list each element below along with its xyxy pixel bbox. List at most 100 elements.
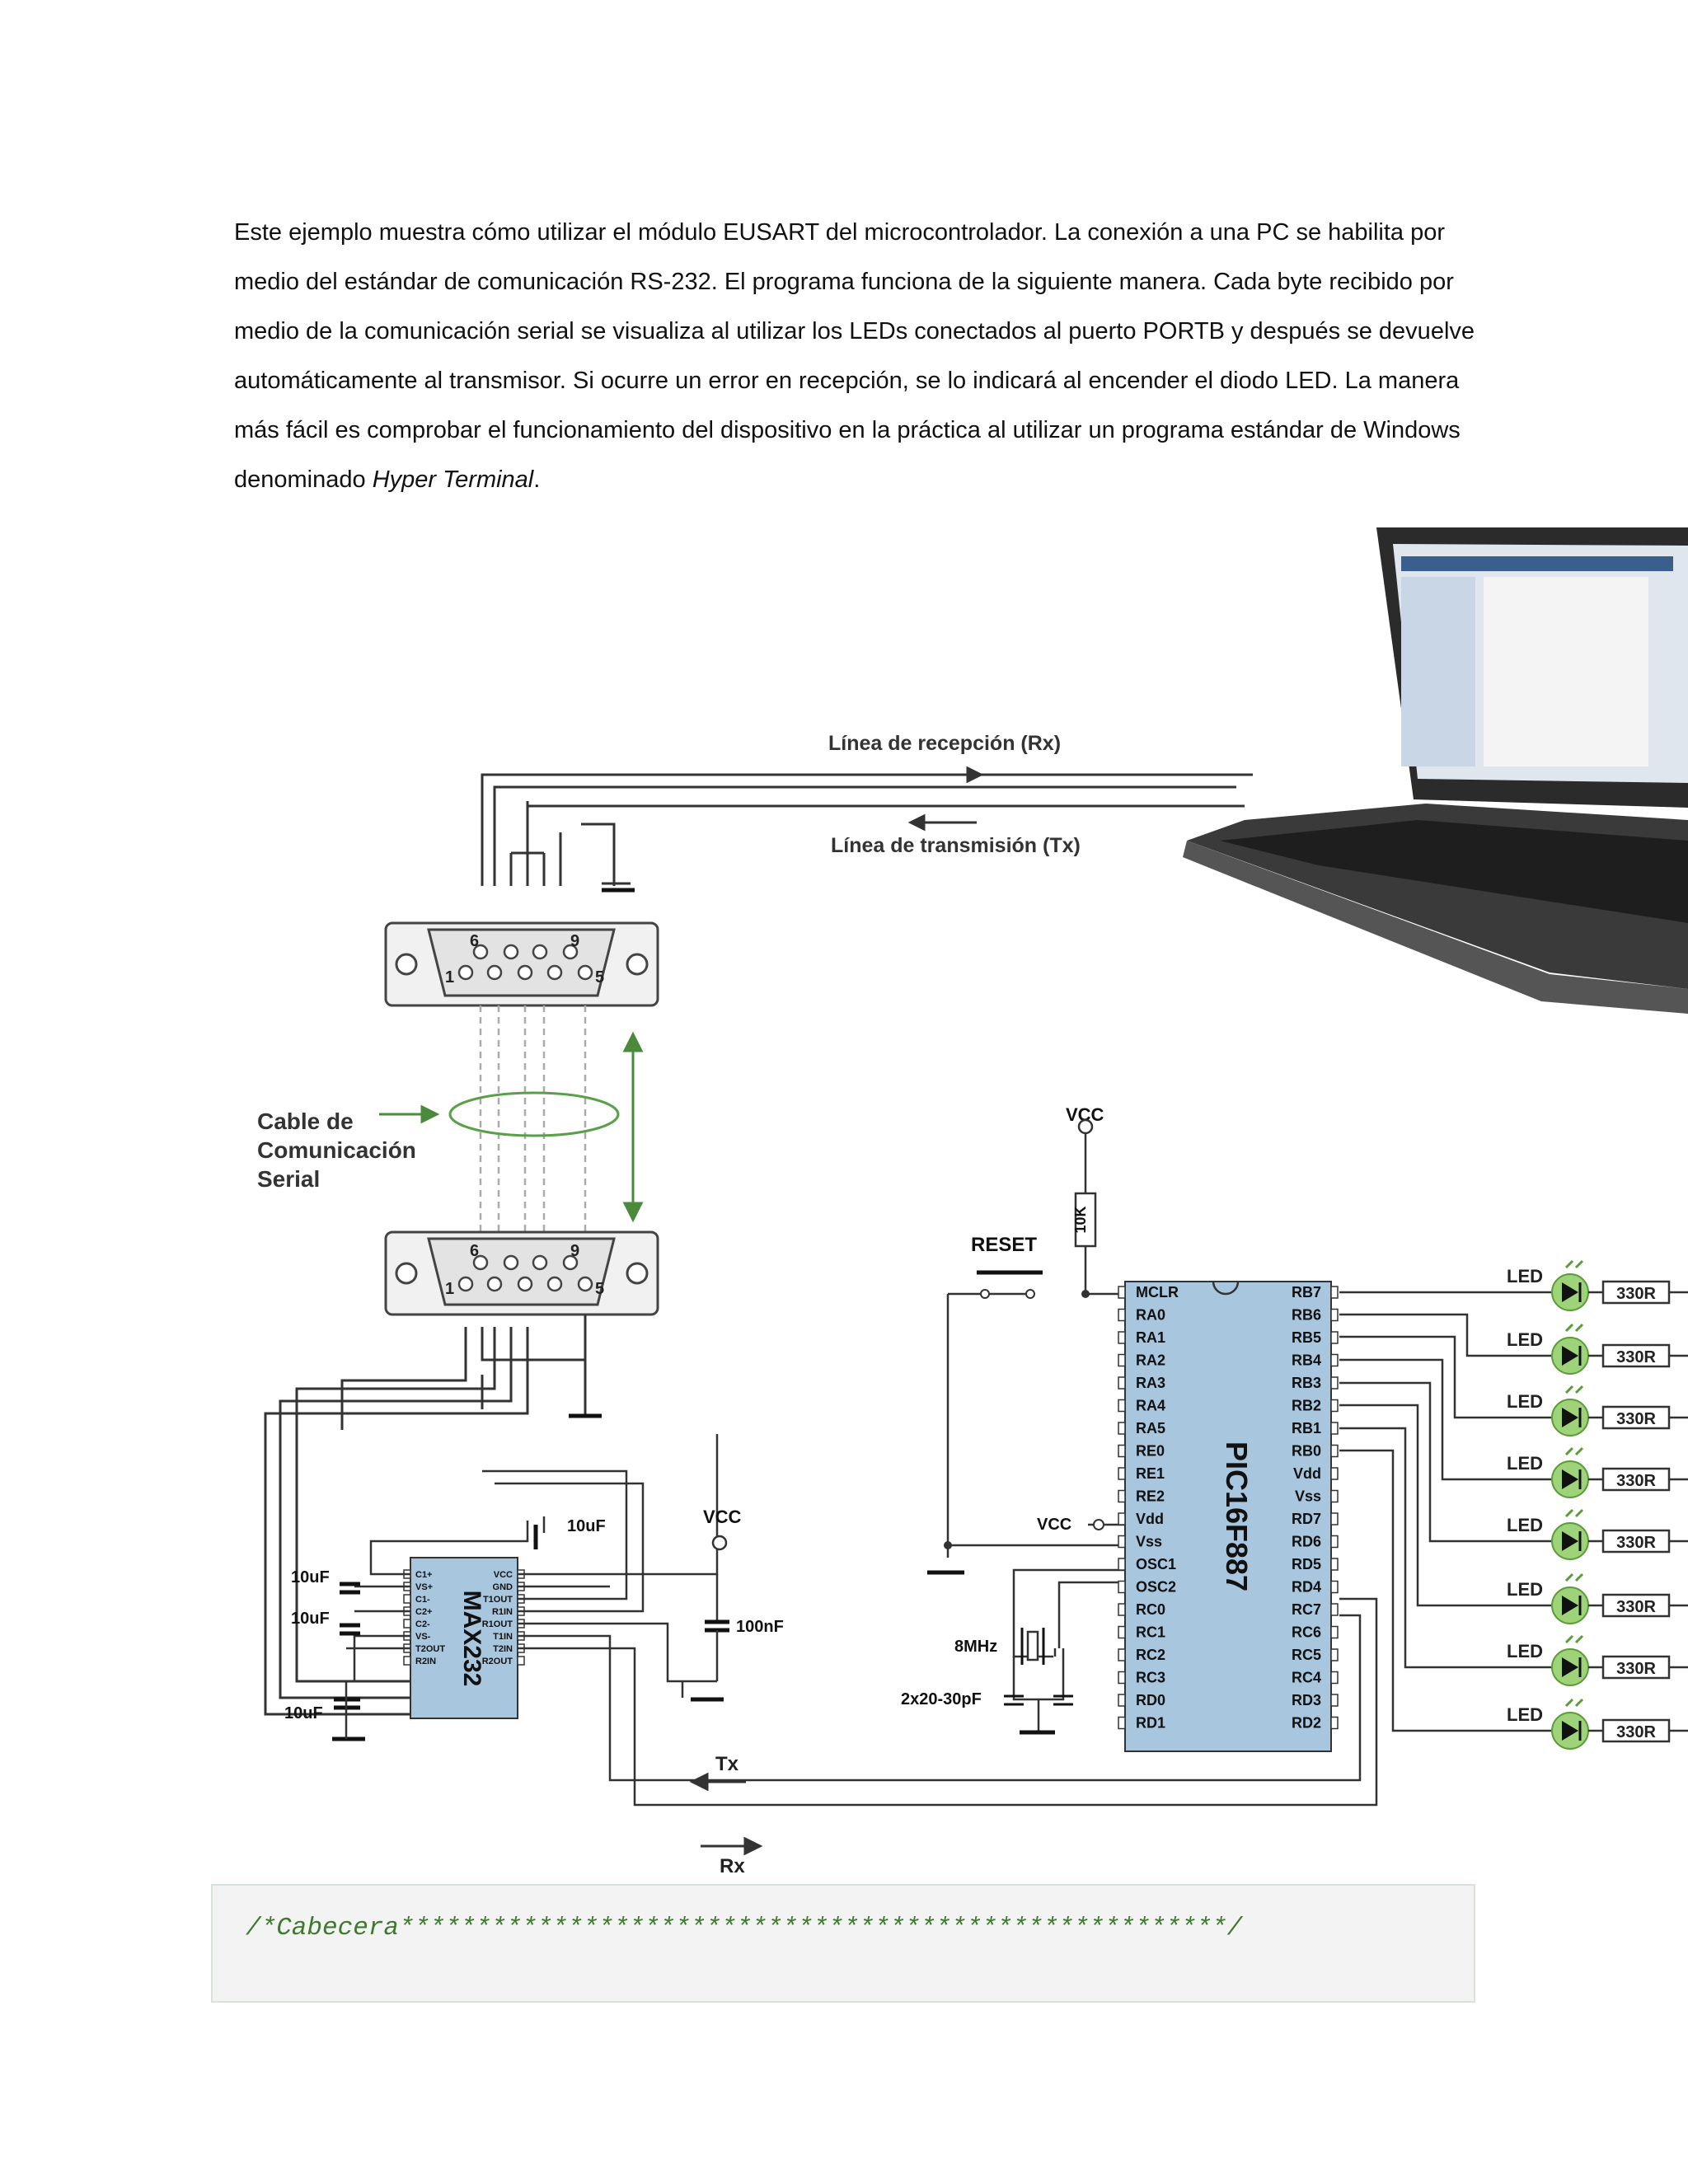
- pic-pin-right-15: RC6: [1292, 1624, 1321, 1641]
- pic-pin-right-17: RC4: [1292, 1670, 1321, 1686]
- pic-pin-right-0: RB7: [1292, 1284, 1321, 1301]
- cap-label-2: 10uF: [291, 1610, 330, 1628]
- tx-line-label: Línea de transmisión (Tx): [831, 834, 1081, 857]
- pic-pin-left-19: RD1: [1136, 1715, 1165, 1732]
- max232-pin-vcc: VCC: [494, 1570, 513, 1580]
- max232-pin-c2: C2+: [415, 1607, 433, 1617]
- tx-label: Tx: [715, 1753, 739, 1775]
- pic-pin-left-18: RD0: [1136, 1692, 1165, 1708]
- max232-pin-c1: C1-: [415, 1595, 430, 1605]
- led-label: LED: [1507, 1329, 1543, 1350]
- vcc-label-max: VCC: [703, 1507, 742, 1527]
- pic-pin-left-1: RA0: [1136, 1307, 1165, 1324]
- cable-label-line2: Comunicación: [257, 1137, 416, 1163]
- cap-label-1: 10uF: [291, 1568, 330, 1586]
- db9-bottom-pin5: 5: [595, 1280, 604, 1298]
- max232-pin-vs: VS+: [415, 1582, 433, 1592]
- pic-pin-left-9: RE2: [1136, 1488, 1165, 1505]
- pic-pin-left-2: RA1: [1136, 1329, 1165, 1346]
- pic-pin-left-3: RA2: [1136, 1352, 1165, 1369]
- pic-pin-right-1: RB6: [1292, 1307, 1321, 1324]
- led-label: LED: [1507, 1453, 1543, 1474]
- pic-label: PIC16F887: [1220, 1441, 1254, 1591]
- db9-top-pin6: 6: [470, 932, 479, 950]
- pic-pin-right-4: RB3: [1292, 1375, 1321, 1391]
- code-line-header: /*Cabecera******************************…: [246, 1914, 1243, 1943]
- cap-label-3: 10uF: [284, 1704, 323, 1722]
- db9-top-pin5: 5: [595, 968, 604, 987]
- max232-pin-gnd: GND: [493, 1582, 513, 1592]
- pic-pin-left-17: RC3: [1136, 1670, 1165, 1686]
- intro-paragraph: Este ejemplo muestra cómo utilizar el mó…: [234, 208, 1487, 504]
- cable-label-line3: Serial: [257, 1166, 320, 1192]
- resistor-330-label: 330R: [1616, 1723, 1656, 1741]
- max232-pin-c1: C1+: [415, 1570, 433, 1580]
- pic-pin-right-13: RD4: [1292, 1579, 1321, 1596]
- code-block: /*Cabecera******************************…: [211, 1884, 1475, 2003]
- pic-pin-right-3: RB4: [1292, 1352, 1321, 1369]
- pic-pin-right-9: Vss: [1295, 1488, 1321, 1505]
- laptop-icon: [1183, 527, 1688, 1014]
- resistor-330-label: 330R: [1616, 1598, 1656, 1616]
- pic-pin-left-6: RA5: [1136, 1420, 1165, 1436]
- resistor-330-label: 330R: [1616, 1660, 1656, 1678]
- max232-pin-vs: VS-: [415, 1632, 431, 1642]
- db9-bottom-pin9: 9: [570, 1242, 579, 1260]
- hyper-terminal-text: Hyper Terminal: [372, 466, 534, 493]
- pic-pin-right-19: RD2: [1292, 1715, 1321, 1732]
- resistor-330-label: 330R: [1616, 1472, 1656, 1490]
- db9-connector-top: 6 9 1 5: [384, 921, 659, 1007]
- max232-pin-c2: C2-: [415, 1619, 430, 1629]
- pic-pin-left-14: RC0: [1136, 1601, 1165, 1618]
- led-7: LED 330R: [1507, 1698, 1688, 1750]
- pic-pin-left-0: MCLR: [1136, 1284, 1179, 1301]
- paragraph-text: Este ejemplo muestra cómo utilizar el mó…: [234, 219, 1475, 493]
- pic-pin-left-16: RC2: [1136, 1647, 1165, 1663]
- pic-pin-left-5: RA4: [1136, 1398, 1165, 1414]
- led-3: LED 330R: [1507, 1446, 1688, 1498]
- pic16f887-chip: PIC16F887 MCLRRA0RA1RA2RA3RA4RA5RE0RE1RE…: [1118, 1281, 1339, 1752]
- pic-pin-left-11: Vss: [1136, 1534, 1162, 1550]
- db9-top-pin9: 9: [570, 932, 579, 950]
- max232-pin-t2out: T2OUT: [415, 1644, 445, 1654]
- pic-pin-right-12: RD5: [1292, 1556, 1321, 1572]
- pic-pin-right-16: RC5: [1292, 1647, 1321, 1663]
- max232-pin-r1out: R1OUT: [482, 1619, 513, 1629]
- paragraph-end: .: [533, 466, 541, 493]
- resistor-10k-label: 10K: [1072, 1206, 1089, 1233]
- led-label: LED: [1507, 1266, 1543, 1286]
- max232-pin-r2in: R2IN: [415, 1657, 436, 1666]
- led-label: LED: [1507, 1704, 1543, 1725]
- pic-pin-right-18: RD3: [1292, 1692, 1321, 1708]
- pic-pin-right-7: RB0: [1292, 1443, 1321, 1460]
- led-label: LED: [1507, 1579, 1543, 1600]
- crystal-caps-label: 2x20-30pF: [901, 1690, 982, 1708]
- db9-bottom-pin1: 1: [445, 1280, 454, 1298]
- circuit-diagram: 6 9 1 5 Cable de Comunicación Serial 6 9: [257, 527, 1688, 1877]
- pic-pin-left-8: RE1: [1136, 1465, 1165, 1482]
- rx-label: Rx: [720, 1855, 745, 1877]
- pic-pin-right-2: RB5: [1292, 1329, 1321, 1346]
- db9-bottom-pin6: 6: [470, 1242, 479, 1260]
- reset-label: RESET: [971, 1234, 1037, 1256]
- max232-pin-t1out: T1OUT: [483, 1595, 513, 1605]
- pic-pin-right-5: RB2: [1292, 1398, 1321, 1414]
- pic-pin-left-12: OSC1: [1136, 1556, 1176, 1572]
- pic-pin-left-10: Vdd: [1136, 1511, 1164, 1527]
- max232-pin-t2in: T2IN: [493, 1644, 513, 1654]
- pic-pin-right-11: RD6: [1292, 1534, 1321, 1550]
- resistor-330-label: 330R: [1616, 1348, 1656, 1366]
- resistor-330-label: 330R: [1616, 1534, 1656, 1552]
- pic-pin-left-4: RA3: [1136, 1375, 1165, 1391]
- max232-pin-r1in: R1IN: [492, 1607, 513, 1617]
- led-5: LED 330R: [1507, 1572, 1688, 1624]
- rx-line-label: Línea de recepción (Rx): [828, 732, 1061, 755]
- max232-pin-t1in: T1IN: [493, 1632, 513, 1642]
- led-1: LED 330R: [1507, 1323, 1688, 1375]
- pic-pin-right-8: Vdd: [1293, 1465, 1321, 1482]
- led-label: LED: [1507, 1391, 1543, 1412]
